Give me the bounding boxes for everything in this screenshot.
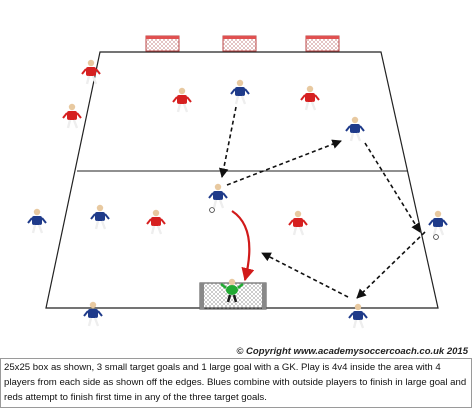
shot-arrow [231, 210, 255, 282]
target-goal-right [305, 35, 340, 52]
drill-description-box: 25x25 box as shown, 3 small target goals… [0, 358, 472, 408]
pass-arrow [218, 106, 237, 178]
copyright-text: © Copyright www.academysoccercoach.co.uk… [236, 346, 468, 357]
blue-player-icon [348, 303, 368, 329]
drill-description: 25x25 box as shown, 3 small target goals… [4, 362, 467, 403]
pass-arrow [261, 252, 349, 298]
red-player-icon [146, 209, 166, 235]
blue-player-icon [27, 208, 47, 234]
blue-player-icon [208, 183, 228, 209]
blue-player-icon [428, 210, 448, 236]
blue-player-icon [230, 79, 250, 105]
drill-diagram [27, 35, 448, 329]
blue-player-icon [83, 301, 103, 327]
pass-arrow [356, 231, 426, 299]
blue-player-icon [90, 204, 110, 230]
target-goal-center [222, 35, 257, 52]
pass-arrows [218, 106, 426, 299]
red-player-icon [172, 87, 192, 113]
ball-icon [209, 207, 215, 213]
red-player-icon [62, 103, 82, 129]
pass-arrow [364, 142, 421, 233]
red-player-icon [288, 210, 308, 236]
red-player-icon [81, 59, 101, 85]
goalkeeper-icon [220, 278, 244, 303]
target-goal-left [145, 35, 180, 52]
pass-arrow [226, 139, 342, 186]
ball-icon [433, 234, 439, 240]
red-player-icon [300, 85, 320, 111]
blue-player-icon [345, 116, 365, 142]
